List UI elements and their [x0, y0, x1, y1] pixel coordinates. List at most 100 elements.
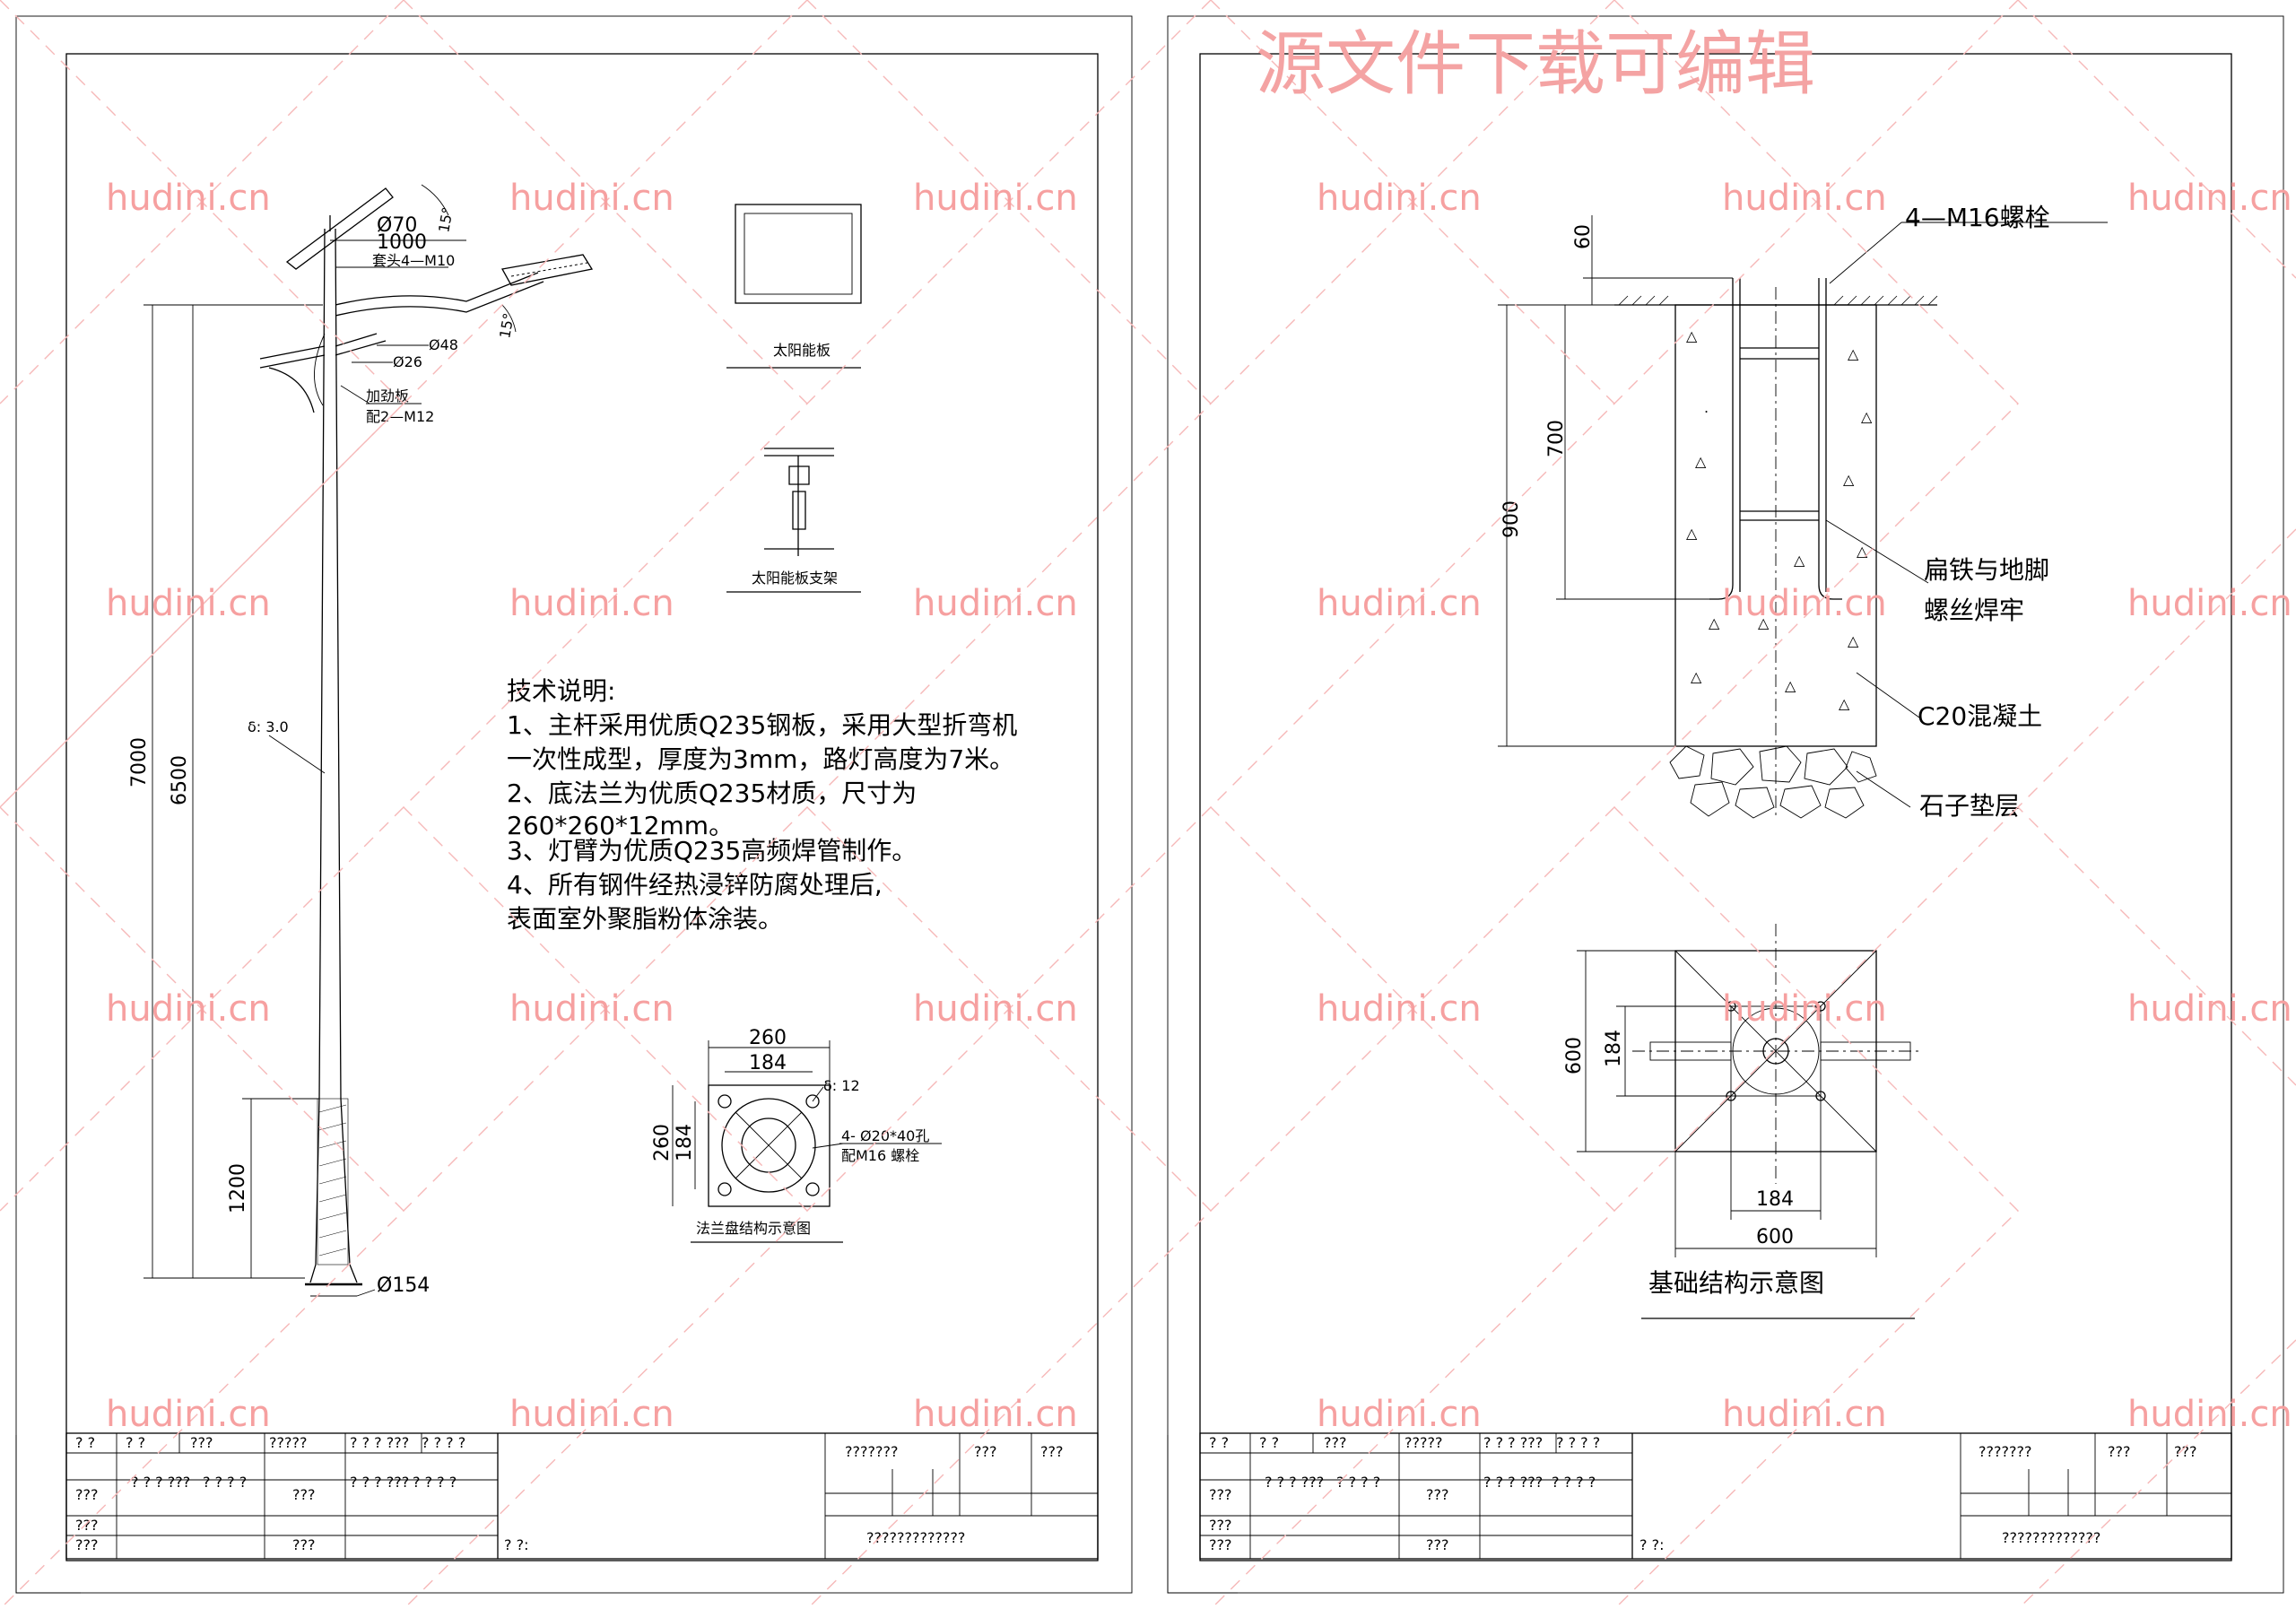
tb-left-r2-c5: ? ? ? ??? — [350, 1474, 409, 1491]
svg-text:△: △ — [1691, 668, 1702, 685]
svg-text:.: . — [1704, 399, 1709, 416]
watermark-19: hudini.cn — [106, 1394, 271, 1435]
tb-left-r2-c2: ? ? ? ??? — [131, 1474, 190, 1491]
tb-right-r2-c3: ? ? ? ? — [1336, 1474, 1380, 1491]
solar-bracket-detail: 太阳能板支架 — [726, 448, 861, 593]
watermark-15: hudini.cn — [913, 988, 1078, 1030]
watermark-8: hudini.cn — [509, 583, 674, 624]
svg-text:△: △ — [1709, 614, 1720, 631]
flange-dim-184-top: 184 — [749, 1052, 787, 1074]
fixing-note: 套头4—M10 — [372, 252, 455, 269]
tb-right-r1-right-2: ??? — [2108, 1443, 2130, 1460]
tb-left-r2-c6: ? ? ? ? — [413, 1474, 457, 1491]
watermark-18: hudini.cn — [2127, 988, 2292, 1030]
solar-panel-detail: 太阳能板 — [726, 204, 862, 369]
dim-700: 700 — [1545, 420, 1568, 457]
tb-left-r2-c1: ??? — [75, 1486, 98, 1503]
watermark-12: hudini.cn — [2127, 583, 2292, 624]
flange-holes: 4- Ø20*40孔 — [841, 1127, 929, 1144]
bracket-bolts: 配2—M12 — [366, 408, 434, 425]
tb-right-r4-c3: ? ?: — [1639, 1536, 1664, 1553]
tb-left-r1-right-1: ??????? — [845, 1443, 898, 1460]
tb-left-r1-c4: ????? — [269, 1434, 307, 1451]
tb-right-r4-c1: ??? — [1209, 1536, 1231, 1553]
watermark-14: hudini.cn — [509, 988, 674, 1030]
bolt-label: 4—M16螺栓 — [1905, 203, 2050, 232]
flange-dim-184-side: 184 — [674, 1124, 696, 1161]
svg-text:△: △ — [1848, 632, 1859, 649]
flange-detail: 260 184 260 184 δ: 12 4- Ø20*40孔 配M16 螺栓… — [651, 1027, 942, 1243]
watermark-10: hudini.cn — [1317, 583, 1482, 624]
notes-line-3: 2、底法兰为优质Q235材质，尺寸为 — [507, 778, 917, 808]
top-diameter: Ø70 — [377, 214, 417, 237]
svg-text:△: △ — [1857, 543, 1868, 560]
title-block-right: ? ? ? ? ??? ????? ? ? ? ??? ? ? ? ? ????… — [1199, 1432, 2232, 1560]
notes-line-7: 表面室外聚脂粉体涂装。 — [507, 904, 783, 934]
watermark-1: hudini.cn — [106, 178, 271, 219]
height-6500: 6500 — [169, 755, 191, 805]
flange-caption: 法兰盘结构示意图 — [696, 1220, 811, 1237]
tb-right-r1-right-3: ??? — [2174, 1443, 2196, 1460]
concrete-label: C20混凝土 — [1918, 701, 2042, 731]
watermark-24: hudini.cn — [2127, 1394, 2292, 1435]
tb-right-r1-c6: ? ? ? ? — [1556, 1434, 1600, 1451]
d48-label: Ø48 — [429, 336, 458, 353]
plan-dim-600-bottom: 600 — [1756, 1226, 1794, 1248]
notes-line-6: 4、所有钢件经热浸锌防腐处理后, — [507, 870, 883, 900]
weld-label-1: 扁铁与地脚 — [1924, 555, 2049, 585]
flange-thickness: δ: 12 — [823, 1077, 860, 1094]
foundation-caption: 基础结构示意图 — [1648, 1268, 1824, 1298]
d26-label: Ø26 — [393, 353, 422, 370]
svg-text:△: △ — [1686, 327, 1698, 344]
tb-left-r1-right-2: ??? — [974, 1443, 996, 1460]
foundation-plan: 600 184 184 600 基础结构示意图 — [1563, 924, 1919, 1319]
right-sheet-frame — [1167, 15, 2284, 1594]
tb-left-r1-c6: ? ? ? ? — [422, 1434, 465, 1451]
plan-dim-600-side: 600 — [1563, 1037, 1586, 1074]
title-block-left: ? ? ? ? ??? ????? ? ? ? ??? ? ? ? ? ????… — [65, 1432, 1099, 1560]
header-watermark: 源文件下载可编辑 — [1256, 24, 1815, 105]
svg-text:△: △ — [1695, 453, 1707, 470]
watermark-21: hudini.cn — [913, 1394, 1078, 1435]
pole-thickness: δ: 3.0 — [248, 718, 289, 735]
svg-text:△: △ — [1843, 471, 1855, 488]
tb-left-r2-c4: ??? — [292, 1486, 315, 1503]
flange-dim-260-side: 260 — [651, 1124, 674, 1161]
tb-left-r4-c1: ??? — [75, 1536, 98, 1553]
arm-length: 1000 — [377, 231, 427, 254]
tb-right-r2-c4: ??? — [1426, 1486, 1448, 1503]
tb-right-r2-c6: ? ? ? ? — [1552, 1474, 1596, 1491]
tb-left-r2-c3: ? ? ? ? — [203, 1474, 247, 1491]
solar-panel-label: 太阳能板 — [773, 342, 831, 359]
tb-left-r3-c1: ??? — [75, 1517, 98, 1534]
svg-text:△: △ — [1758, 614, 1770, 631]
watermark-4: hudini.cn — [1317, 178, 1482, 219]
height-7000: 7000 — [128, 737, 151, 787]
tb-right-r1-c4: ????? — [1405, 1434, 1442, 1451]
svg-text:△: △ — [1794, 552, 1805, 569]
watermark-3: hudini.cn — [913, 178, 1078, 219]
tb-right-r3-c1: ??? — [1209, 1517, 1231, 1534]
watermark-7: hudini.cn — [106, 583, 271, 624]
watermark-13: hudini.cn — [106, 988, 271, 1030]
watermark-20: hudini.cn — [509, 1394, 674, 1435]
tb-left-r1-c3: ??? — [190, 1434, 213, 1451]
watermark-23: hudini.cn — [1722, 1394, 1887, 1435]
flange-dim-260-top: 260 — [749, 1027, 787, 1049]
notes-line-2: 一次性成型，厚度为3mm，路灯高度为7米。 — [507, 744, 1014, 774]
light-angle: 15° — [496, 311, 517, 339]
tb-right-r1-c2: ? ? — [1259, 1434, 1279, 1451]
watermarks: 源文件下载可编辑 hudini.cn hudini.cn hudini.cn h… — [106, 24, 2292, 1435]
tb-left-r1-c2: ? ? — [126, 1434, 145, 1451]
notes-line-1: 1、主杆采用优质Q235钢板，采用大型折弯机 — [507, 710, 1017, 740]
tb-left-r4-c3: ? ?: — [504, 1536, 528, 1553]
watermark-11: hudini.cn — [1722, 583, 1887, 624]
gravel-label: 石子垫层 — [1919, 791, 2020, 821]
notes-title: 技术说明: — [507, 676, 615, 706]
watermark-5: hudini.cn — [1722, 178, 1887, 219]
solar-bracket-label: 太阳能板支架 — [752, 570, 838, 587]
technical-notes: 技术说明: 1、主杆采用优质Q235钢板，采用大型折弯机 一次性成型，厚度为3m… — [507, 676, 1017, 934]
tb-right-r1-c1: ? ? — [1209, 1434, 1229, 1451]
